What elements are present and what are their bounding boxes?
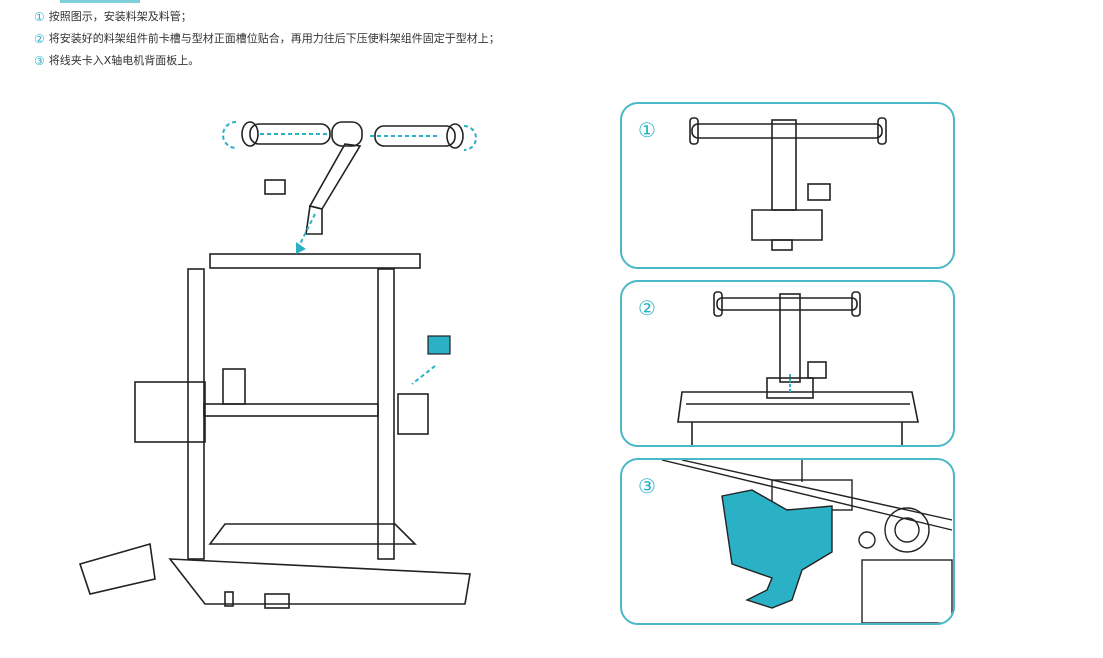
step-1-text: 按照图示，安装料架及料管； xyxy=(48,10,192,23)
step-3-number: ③ xyxy=(34,54,45,68)
step-2: ② 将安装好的料架组件前卡槽与型材正面槽位贴合，再用力往后下压使料架组件固定于型… xyxy=(34,28,500,50)
step-2-number: ② xyxy=(34,32,45,46)
header-accent-bar xyxy=(60,0,140,3)
step-3-text: 将线夹卡入X轴电机背面板上。 xyxy=(48,54,200,67)
step-3: ③ 将线夹卡入X轴电机背面板上。 xyxy=(34,50,500,72)
panel-2-number: ② xyxy=(638,296,656,320)
step-1: ① 按照图示，安装料架及料管； xyxy=(34,6,500,28)
panel-3-number: ③ xyxy=(638,474,656,498)
spool-holder-illustration xyxy=(689,117,887,251)
rail-mount-illustration xyxy=(677,291,919,445)
step-1-number: ① xyxy=(34,10,45,24)
panel-1-number: ① xyxy=(638,118,656,142)
step-2-text: 将安装好的料架组件前卡槽与型材正面槽位贴合，再用力往后下压使料架组件固定于型材上… xyxy=(48,32,500,45)
detail-panel-2: ② xyxy=(620,280,955,447)
instruction-steps: ① 按照图示，安装料架及料管； ② 将安装好的料架组件前卡槽与型材正面槽位贴合，… xyxy=(34,6,500,72)
wire-clip-illustration xyxy=(661,460,953,623)
detail-panel-1: ① xyxy=(620,102,955,269)
detail-panel-3: ③ xyxy=(620,458,955,625)
printer-assembly-illustration xyxy=(78,121,477,609)
